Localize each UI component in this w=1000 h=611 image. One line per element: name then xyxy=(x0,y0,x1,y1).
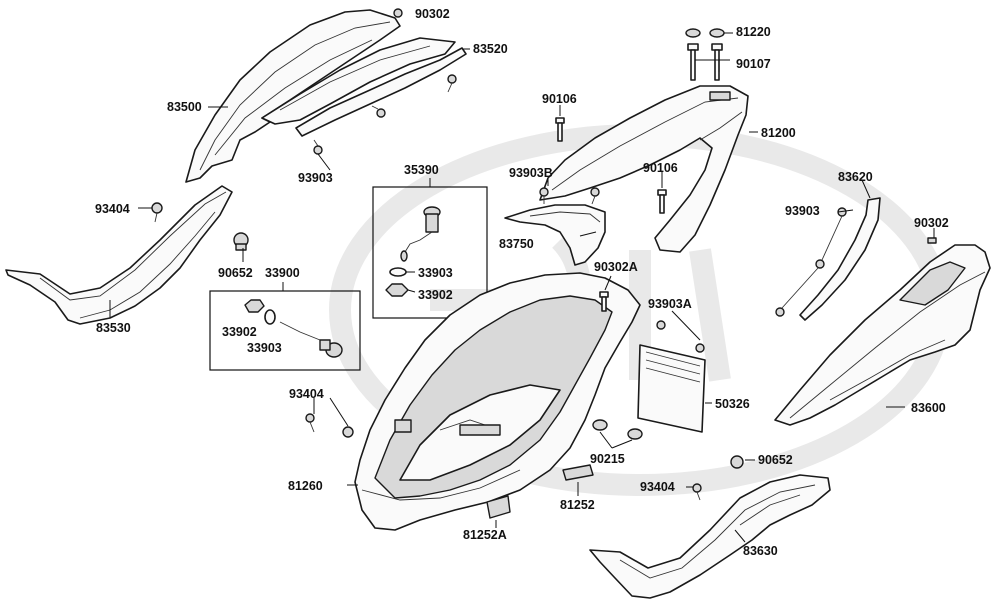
label-90652: 90652 xyxy=(218,266,253,280)
label-90107: 90107 xyxy=(736,57,771,71)
part-83530-floor-side xyxy=(5,185,233,325)
group-box-33900 xyxy=(209,290,361,371)
label-90302A: 90302A xyxy=(594,260,638,274)
label-83520: 83520 xyxy=(473,42,508,56)
label-33903: 33903 xyxy=(247,341,282,355)
label-83600: 83600 xyxy=(911,401,946,415)
part-83630-floor-side-right xyxy=(589,455,831,599)
label-81220: 81220 xyxy=(736,25,771,39)
label-50326: 50326 xyxy=(715,397,750,411)
label-33902: 33902 xyxy=(222,325,257,339)
label-83530: 83530 xyxy=(96,321,131,335)
label-33902: 33902 xyxy=(418,288,453,302)
part-81260-helmet-box xyxy=(354,272,641,531)
label-93903: 93903 xyxy=(298,171,333,185)
bolt-icon xyxy=(305,291,609,438)
label-90106: 90106 xyxy=(643,161,678,175)
label-81260: 81260 xyxy=(288,479,323,493)
label-81252: 81252 xyxy=(560,498,595,512)
label-93903: 93903 xyxy=(785,204,820,218)
clip-icon xyxy=(233,232,249,251)
label-93404: 93404 xyxy=(95,202,130,216)
part-81200-rear-grip xyxy=(539,85,749,253)
label-83500: 83500 xyxy=(167,100,202,114)
bolt-icon xyxy=(539,117,667,214)
bolt-icon xyxy=(685,28,725,81)
label-90652: 90652 xyxy=(758,453,793,467)
part-50326-plate xyxy=(637,320,706,433)
screw-icon xyxy=(313,8,457,155)
label-93903A: 93903A xyxy=(648,297,692,311)
label-90106: 90106 xyxy=(542,92,577,106)
label-33903: 33903 xyxy=(418,266,453,280)
label-90302: 90302 xyxy=(914,216,949,230)
nut-icon xyxy=(592,419,643,440)
label-33900: 33900 xyxy=(265,266,300,280)
label-81252A: 81252A xyxy=(463,528,507,542)
label-83630: 83630 xyxy=(743,544,778,558)
label-90302: 90302 xyxy=(415,7,450,21)
label-81200: 81200 xyxy=(761,126,796,140)
label-93404: 93404 xyxy=(640,480,675,494)
part-33900-seat-lock xyxy=(244,299,343,358)
part-83500-body-cover xyxy=(185,9,401,183)
part-83620-side-strip xyxy=(775,197,881,321)
label-93903B: 93903B xyxy=(509,166,553,180)
label-83620: 83620 xyxy=(838,170,873,184)
label-93404: 93404 xyxy=(289,387,324,401)
label-35390: 35390 xyxy=(404,163,439,177)
label-90215: 90215 xyxy=(590,452,625,466)
pad-icon xyxy=(486,464,594,519)
part-83600-body-cover-right xyxy=(774,237,991,426)
part-83520-side-strip xyxy=(261,37,467,137)
part-83750-rear-center-cover xyxy=(504,204,606,266)
label-83750: 83750 xyxy=(499,237,534,251)
